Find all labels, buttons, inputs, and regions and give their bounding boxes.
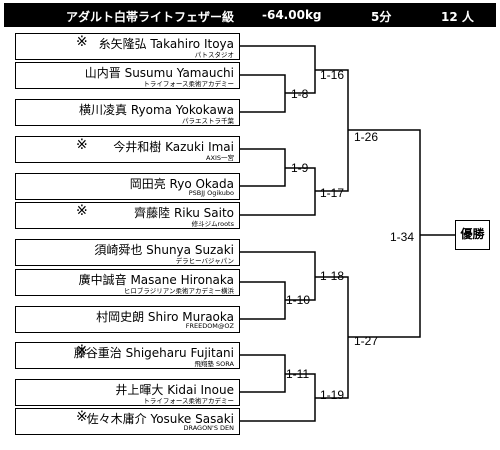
- seed-mark: ※: [76, 34, 88, 50]
- bracket-line-1-11: [240, 354, 286, 393]
- bracket-line-1-27: [315, 276, 349, 399]
- match-time: 5分: [371, 10, 392, 24]
- player-slot-11: 井上暉大 Kidai Inoue トライフォース柔術アカデミー: [15, 379, 240, 406]
- bracket-line-1-8: [240, 74, 286, 113]
- match-label-1-19: 1-19: [320, 388, 345, 402]
- player-name: 横川凌真 Ryoma Yokokawa: [79, 103, 234, 117]
- player-club: AXIS一宮: [206, 154, 234, 162]
- player-club: パトスタジオ: [194, 51, 234, 59]
- player-slot-1: ※ 糸矢隆弘 Takahiro Itoya パトスタジオ: [15, 33, 240, 60]
- seed-mark: ※: [76, 203, 88, 219]
- player-name: 村岡史朗 Shiro Muraoka: [96, 310, 234, 324]
- player-slot-3: 横川凌真 Ryoma Yokokawa パラエストラ千葉: [15, 99, 240, 126]
- bracket-line-1-18: [240, 251, 316, 301]
- player-club: パラエストラ千葉: [182, 117, 234, 125]
- player-slot-12: ※ 佐々木庸介 Yosuke Sasaki DRAGON'S DEN: [15, 408, 240, 435]
- player-slot-7: 須崎舜也 Shunya Suzaki デラヒーバジャパン: [15, 239, 240, 266]
- player-name: 井上暉大 Kidai Inoue: [115, 383, 234, 397]
- player-name: 須崎舜也 Shunya Suzaki: [94, 243, 234, 257]
- player-slot-6: ※ 齊藤陸 Riku Saito 修斗ジムroots: [15, 202, 240, 229]
- weight-limit: -64.00kg: [262, 8, 322, 22]
- player-slot-8: 廣中誠音 Masane Hironaka ヒロブラジリアン柔術アカデミー横浜: [15, 269, 240, 296]
- player-slot-10: ※ 藤谷重治 Shigeharu Fujitani 飛翔塾 SORA: [15, 342, 240, 369]
- match-label-1-9: 1-9: [291, 161, 309, 175]
- player-club: デラヒーバジャパン: [175, 257, 234, 265]
- player-club: PSBJJ Ogikubo: [188, 189, 234, 197]
- player-club: 飛翔塾 SORA: [194, 360, 234, 368]
- bracket-line-1-10: [240, 281, 286, 320]
- bracket-line-1-17: [240, 167, 316, 216]
- player-club: トライフォース柔術アカデミー: [143, 397, 234, 405]
- player-slot-4: ※ 今井和樹 Kazuki Imai AXIS一宮: [15, 136, 240, 163]
- match-label-1-26: 1-26: [354, 130, 379, 144]
- player-name: 佐々木庸介 Yosuke Sasaki: [86, 412, 234, 426]
- seed-mark: ※: [76, 137, 88, 153]
- seed-mark: ※: [76, 343, 88, 359]
- match-label-1-8: 1-8: [291, 87, 309, 101]
- player-slot-2: 山内晋 Susumu Yamauchi トライフォース柔術アカデミー: [15, 62, 240, 89]
- player-club: ヒロブラジリアン柔術アカデミー横浜: [123, 287, 234, 295]
- bracket-line-1-34: [348, 129, 421, 338]
- champion-box: 優勝: [455, 220, 490, 250]
- bracket-line-1-19: [240, 373, 316, 422]
- match-label-1-17: 1-17: [320, 186, 345, 200]
- player-name: 山内晋 Susumu Yamauchi: [84, 66, 234, 80]
- player-name: 岡田亮 Ryo Okada: [129, 177, 234, 191]
- player-club: トライフォース柔術アカデミー: [143, 80, 234, 88]
- match-label-1-27: 1-27: [354, 334, 379, 348]
- player-club: FREEDOM@OZ: [185, 322, 234, 330]
- division-header: アダルト白帯ライトフェザー級 -64.00kg 5分 12 人: [4, 3, 496, 27]
- match-label-1-16: 1-16: [320, 68, 345, 82]
- bracket-line-1-9: [240, 148, 286, 187]
- player-slot-9: 村岡史朗 Shiro Muraoka FREEDOM@OZ: [15, 306, 240, 333]
- seed-mark: ※: [76, 409, 88, 425]
- match-label-1-18: 1-18: [320, 269, 345, 283]
- match-label-1-11: 1-11: [286, 367, 310, 381]
- player-name: 藤谷重治 Shigeharu Fujitani: [73, 346, 234, 360]
- player-name: 廣中誠音 Masane Hironaka: [78, 273, 234, 287]
- competitor-count: 12 人: [441, 10, 474, 24]
- division-title: アダルト白帯ライトフェザー級: [66, 10, 235, 24]
- player-club: 修斗ジムroots: [191, 220, 234, 228]
- match-label-1-34: 1-34: [390, 230, 415, 244]
- player-name: 齊藤陸 Riku Saito: [134, 206, 234, 220]
- bracket-line-1-26: [315, 69, 349, 192]
- player-name: 糸矢隆弘 Takahiro Itoya: [98, 37, 234, 51]
- bracket-line-1-16: [240, 45, 316, 94]
- player-club: DRAGON'S DEN: [183, 424, 234, 432]
- match-label-1-10: 1-10: [286, 293, 311, 307]
- player-slot-5: 岡田亮 Ryo Okada PSBJJ Ogikubo: [15, 173, 240, 200]
- player-name: 今井和樹 Kazuki Imai: [113, 140, 234, 154]
